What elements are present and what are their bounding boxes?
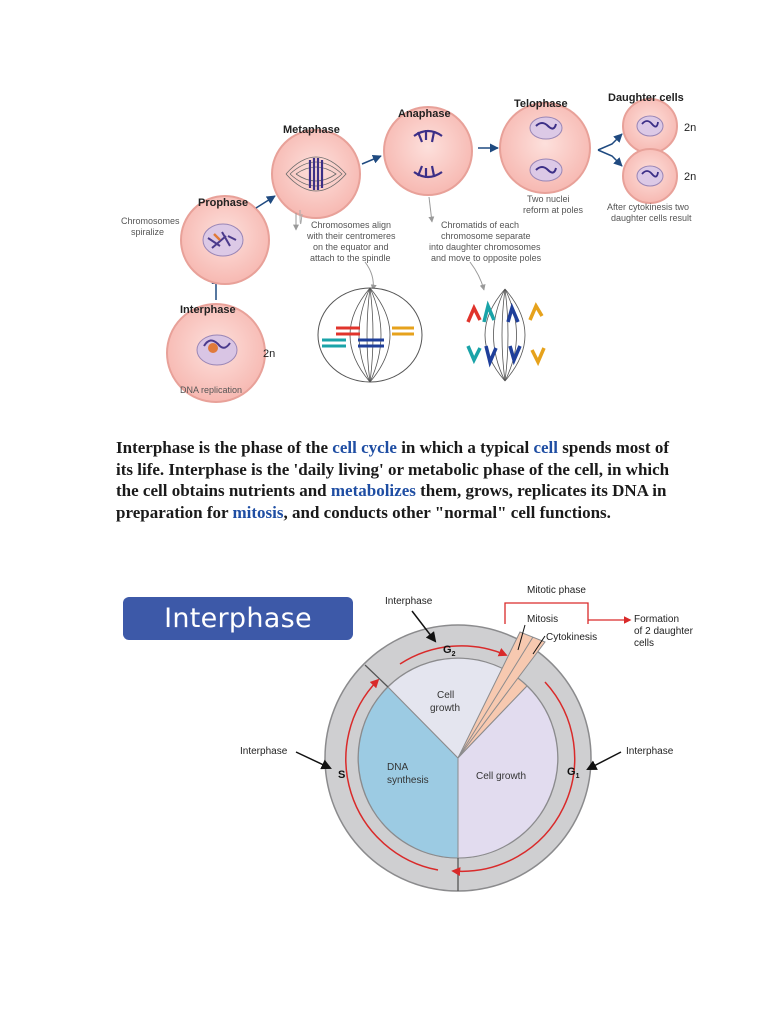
interphase-callout-left: Interphase <box>240 746 288 757</box>
mitosis-leader-line <box>517 624 526 651</box>
mitosis-label: Mitosis <box>527 614 558 625</box>
interphase-cell <box>166 303 266 403</box>
daughter-lower-ploidy: 2n <box>684 171 696 183</box>
nuclei-note-2: reform at poles <box>523 205 584 215</box>
metaphase-spindle-detail <box>317 287 423 383</box>
paragraph-text-4: them, grows, replicates its DNA in prepa… <box>116 481 667 522</box>
interphase-ploidy-label: 2n <box>263 348 275 360</box>
nuclei-note-1: Two nuclei <box>527 194 570 204</box>
arrow-to-daughter-lower <box>597 149 623 167</box>
cytokinesis-label: Cytokinesis <box>546 632 597 643</box>
paragraph-text-2: in which a typical <box>396 438 534 457</box>
cycle-arrow-g1 <box>451 681 576 877</box>
interphase-callout-right: Interphase <box>626 746 674 757</box>
spiralize-note-2: spiralize <box>131 227 164 237</box>
interphase-callout-right-arrow <box>586 751 622 770</box>
separate-note-3: into daughter chromosomes <box>429 242 541 252</box>
pointer-to-metaphase-detail <box>364 261 377 291</box>
dna-synthesis-label-1: DNA <box>387 762 408 773</box>
cycle-arrow-g2 <box>399 645 508 665</box>
interphase-callout-left-arrow <box>295 751 332 770</box>
mitosis-stages-diagram: Interphase 2n DNA replication Prophase C… <box>121 92 696 403</box>
s-g2-divider <box>364 664 389 688</box>
telophase-cell <box>499 102 591 194</box>
s-label: S <box>338 769 345 781</box>
link-metabolizes[interactable]: metabolizes <box>330 481 416 500</box>
mitotic-phase-bracket <box>504 602 589 624</box>
prophase-cell <box>180 195 270 285</box>
metaphase-cell <box>271 129 361 219</box>
link-mitosis[interactable]: mitosis <box>232 502 284 522</box>
formation-label-2: of 2 daughter <box>634 626 694 637</box>
spiralize-note-1: Chromosomes <box>121 216 180 226</box>
align-note-1: Chromosomes align <box>311 220 391 230</box>
metaphase-stage-label: Metaphase <box>283 124 340 136</box>
cell-growth-top-label-2: growth <box>430 703 460 714</box>
align-note-3: on the equator and <box>313 242 389 252</box>
anaphase-cell <box>383 106 473 196</box>
cycle-arrow-s <box>345 678 439 871</box>
align-note-2: with their centromeres <box>306 231 396 241</box>
daughter-cell-lower <box>622 148 678 204</box>
formation-label-1: Formation <box>634 614 679 625</box>
link-cell-cycle[interactable]: cell cycle <box>332 438 397 457</box>
interphase-callout-top-arrow <box>411 610 437 643</box>
interphase-description: Interphase is the phase of the cell cycl… <box>116 437 676 523</box>
link-cell[interactable]: cell <box>533 438 558 457</box>
daughter-cell-upper <box>622 98 678 154</box>
dna-synthesis-label-2: synthesis <box>387 775 429 786</box>
mitosis-cytokinesis-divider <box>457 636 534 759</box>
cell-growth-top-label-1: Cell <box>437 690 454 701</box>
arrow-to-daughter-upper <box>597 133 623 151</box>
separate-note-4: and move to opposite poles <box>431 253 542 263</box>
g2-label: G2 <box>443 644 456 658</box>
dna-synthesis-sector <box>357 686 459 859</box>
separate-note-2: chromosome separate <box>441 231 531 241</box>
arrow-prophase-metaphase <box>255 195 276 209</box>
pointer-anaphase-note <box>428 196 435 223</box>
mitotic-phase-label: Mitotic phase <box>527 585 586 596</box>
prophase-stage-label: Prophase <box>198 197 248 209</box>
dna-replication-note: DNA replication <box>180 385 242 395</box>
daughter-upper-ploidy: 2n <box>684 122 696 134</box>
anaphase-spindle-detail <box>456 288 554 382</box>
paragraph-text-3: spends most of its life. Interphase is t… <box>116 438 670 500</box>
arrow-metaphase-anaphase <box>361 154 382 165</box>
interphase-stage-label: Interphase <box>180 304 236 316</box>
anaphase-stage-label: Anaphase <box>398 108 451 120</box>
interphase-title-badge: Interphase <box>123 597 353 640</box>
g1-label: G1 <box>567 766 580 780</box>
separate-note-1: Chromatids of each <box>441 220 519 230</box>
daughter-cells-stage-label: Daughter cells <box>608 92 684 104</box>
g1-growth-sector <box>457 685 559 859</box>
paragraph-text-1: Interphase is the phase of the <box>116 438 333 457</box>
cytokinesis-note-1: After cytokinesis two <box>607 202 689 212</box>
cytokinesis-note-2: daughter cells result <box>611 213 692 223</box>
g2-growth-sector <box>387 657 508 759</box>
cell-growth-right-label: Cell growth <box>476 771 526 782</box>
cytokinesis-leader-line <box>532 635 546 655</box>
align-note-4: attach to the spindle <box>310 253 391 263</box>
paragraph-text-5: , and conducts other "normal" cell funct… <box>283 502 611 522</box>
pointer-to-anaphase-detail <box>469 261 486 291</box>
telophase-stage-label: Telophase <box>514 98 568 110</box>
interphase-callout-top: Interphase <box>385 596 433 607</box>
formation-label-3: cells <box>634 638 654 649</box>
